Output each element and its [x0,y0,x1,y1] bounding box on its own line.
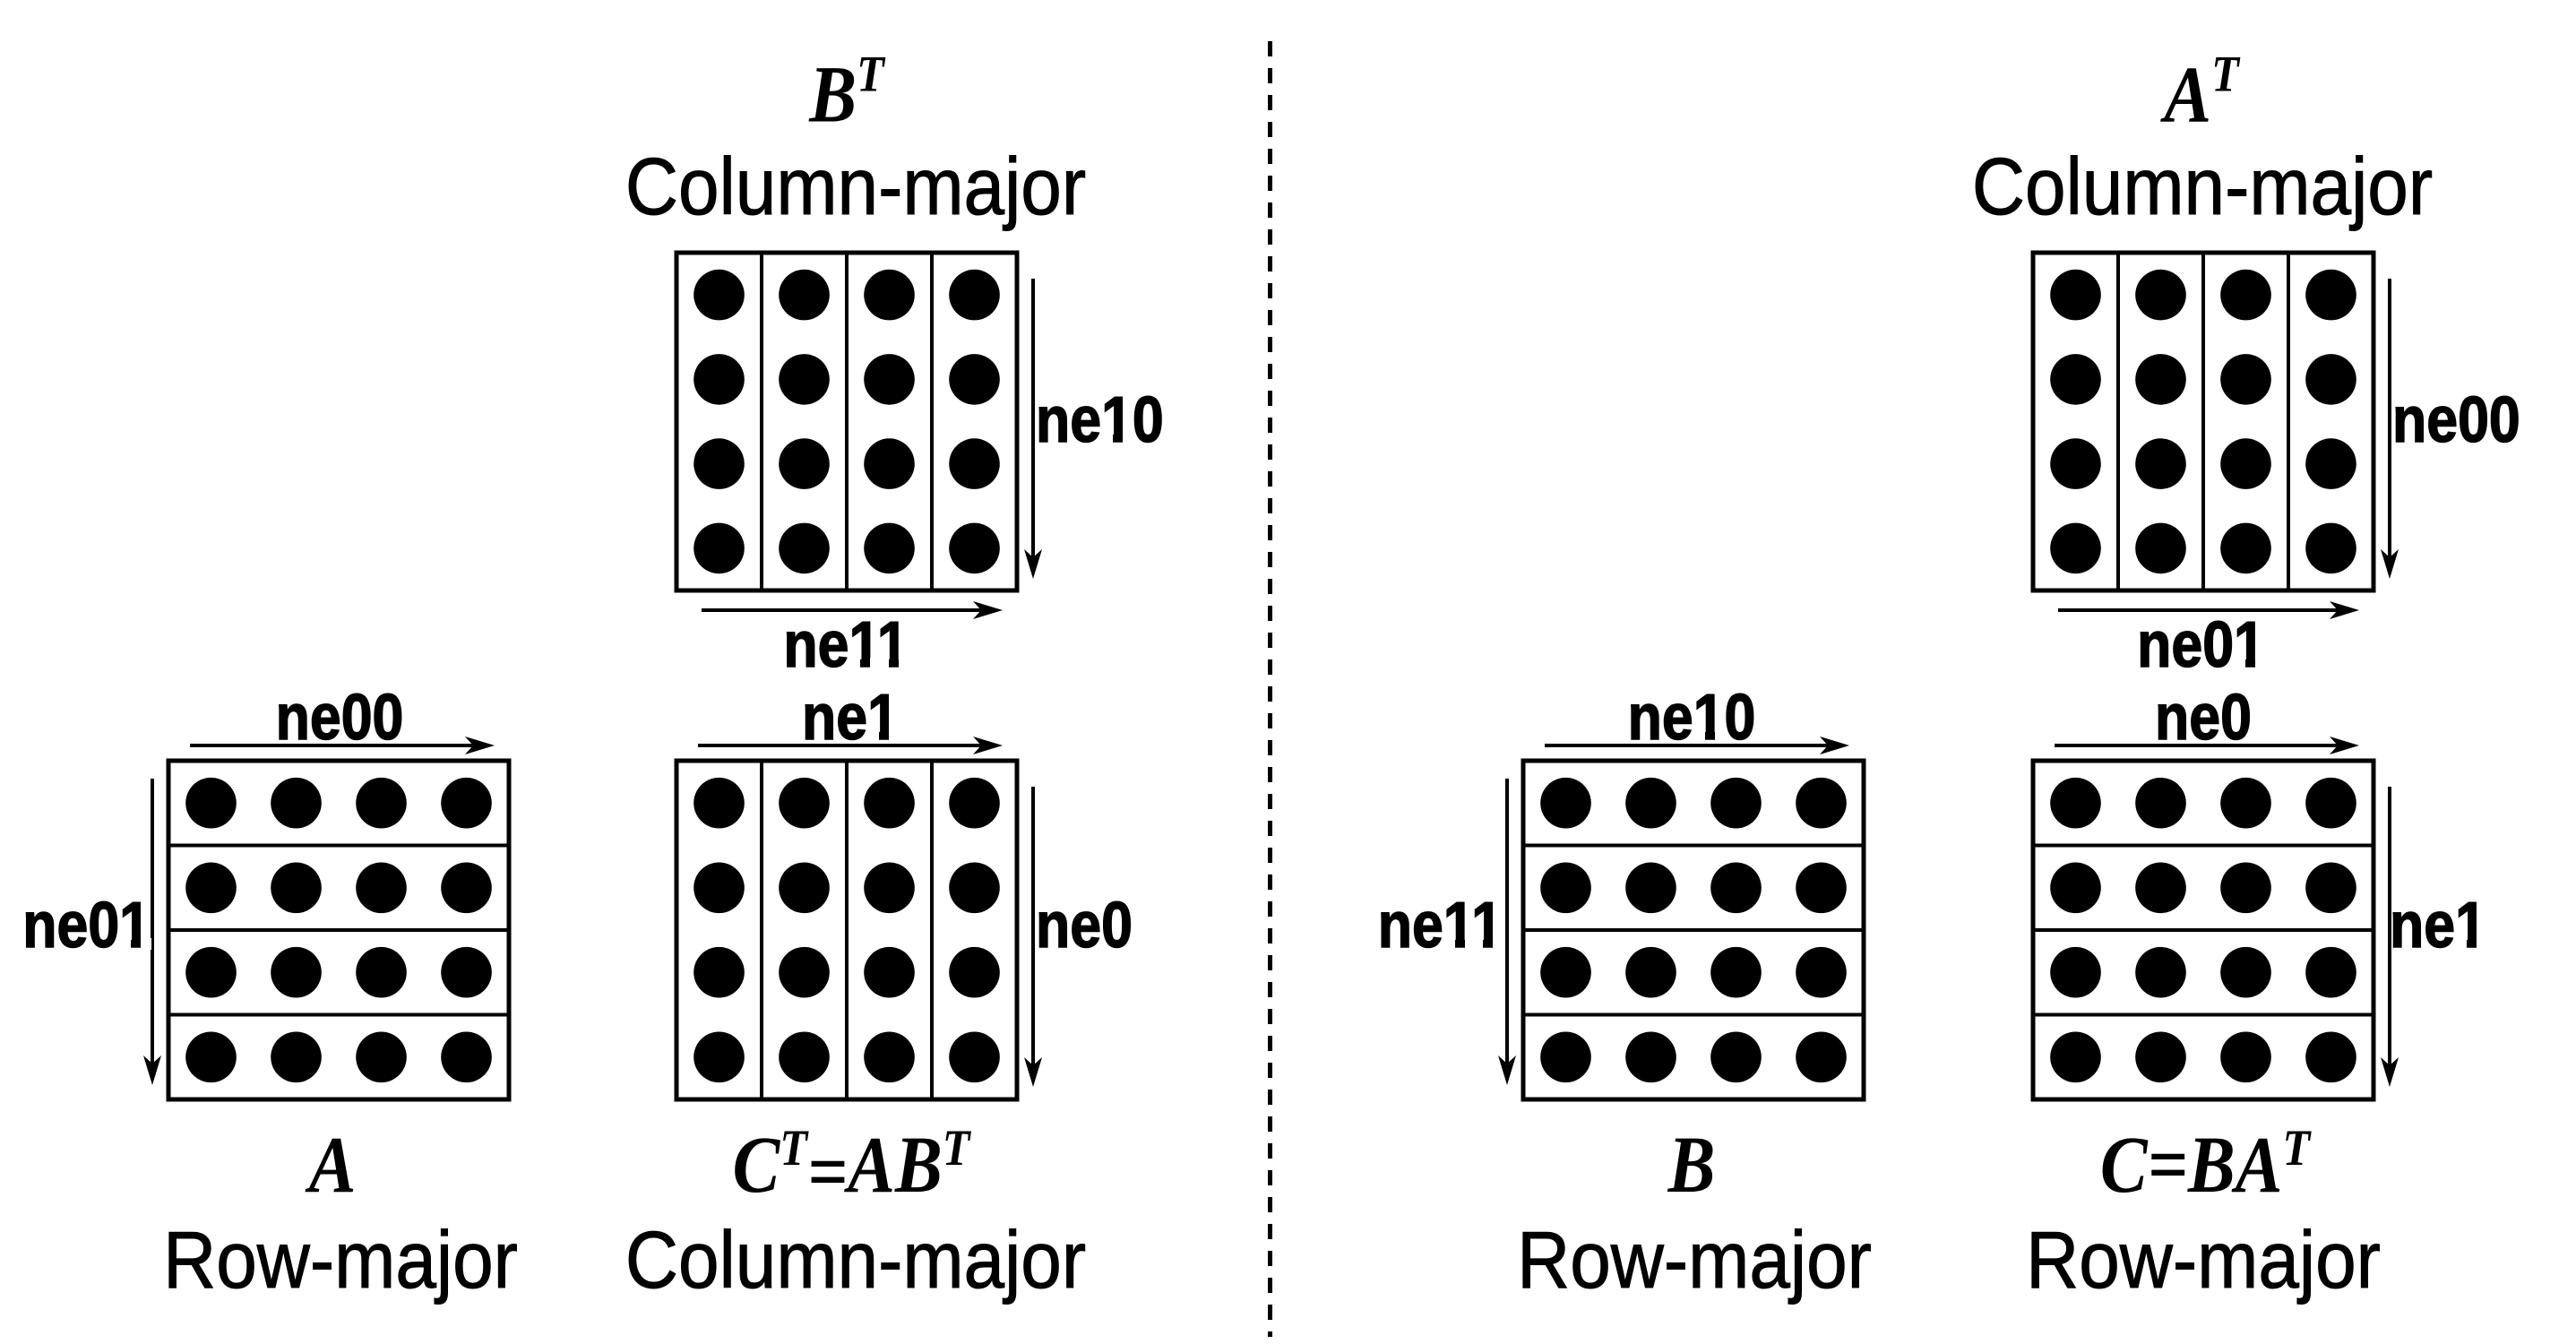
svg-text:ne1: ne1 [802,682,899,754]
svg-text:BT​: BT​ [808,46,885,140]
svg-text:ne01: ne01 [22,890,151,961]
svg-text:Row-major: Row-major [2026,1215,2381,1305]
svg-text:Row-major: Row-major [163,1215,518,1305]
svg-text:ne10: ne10 [1036,384,1164,456]
svg-text:ne1: ne1 [2390,890,2486,961]
svg-text:CT​=ABT​: CT​=ABT​ [733,1119,972,1217]
svg-text:AT​: AT​ [2160,46,2241,140]
svg-text:C=BAT​: C=BAT​ [2100,1119,2312,1210]
svg-text:ne00: ne00 [276,682,404,754]
svg-text:Row-major: Row-major [1517,1215,1872,1305]
svg-text:ne0: ne0 [2155,682,2252,754]
svg-text:ne10: ne10 [1628,682,1756,754]
svg-text:ne0: ne0 [1036,890,1133,961]
svg-text:ne00: ne00 [2392,384,2520,456]
svg-text:Column-major: Column-major [625,142,1086,231]
svg-text:B: B [1667,1120,1716,1210]
svg-text:Column-major: Column-major [1972,142,2433,231]
svg-text:ne01: ne01 [2137,609,2265,681]
svg-text:A: A [305,1120,357,1210]
svg-text:Column-major: Column-major [625,1215,1086,1305]
svg-text:ne11: ne11 [1378,890,1503,961]
svg-text:ne11: ne11 [783,609,908,681]
